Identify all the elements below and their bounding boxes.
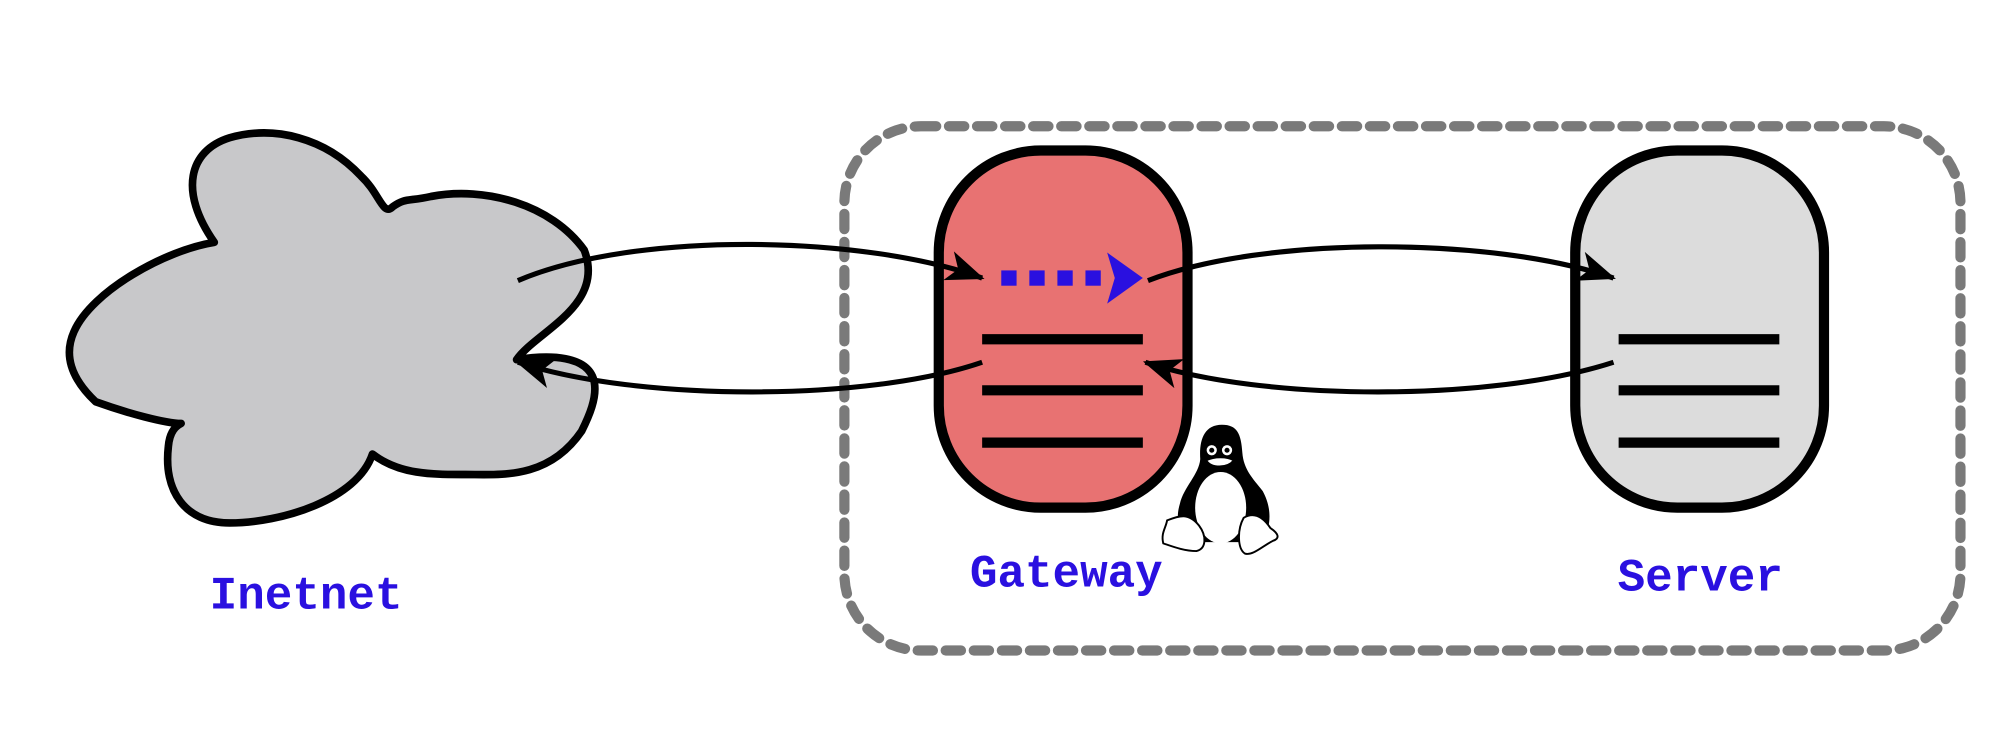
cloud-icon — [65, 129, 599, 527]
server-label: Server — [1618, 553, 1783, 605]
arrow-gateway-to-internet — [515, 358, 983, 395]
internet-label: Inetnet — [210, 570, 403, 622]
server-node[interactable] — [1570, 145, 1830, 513]
arrow-gateway-to-server — [1147, 244, 1616, 283]
forward-arrow — [1001, 252, 1143, 304]
gateway-lines — [982, 334, 1143, 448]
arrow-internet-to-gateway — [516, 241, 985, 283]
gateway-label: Gateway — [970, 549, 1163, 601]
linux-tux-icon — [1161, 424, 1279, 555]
arrow-server-to-gateway — [1142, 359, 1615, 395]
gateway-node[interactable] — [933, 145, 1193, 513]
server-lines — [1618, 334, 1780, 448]
